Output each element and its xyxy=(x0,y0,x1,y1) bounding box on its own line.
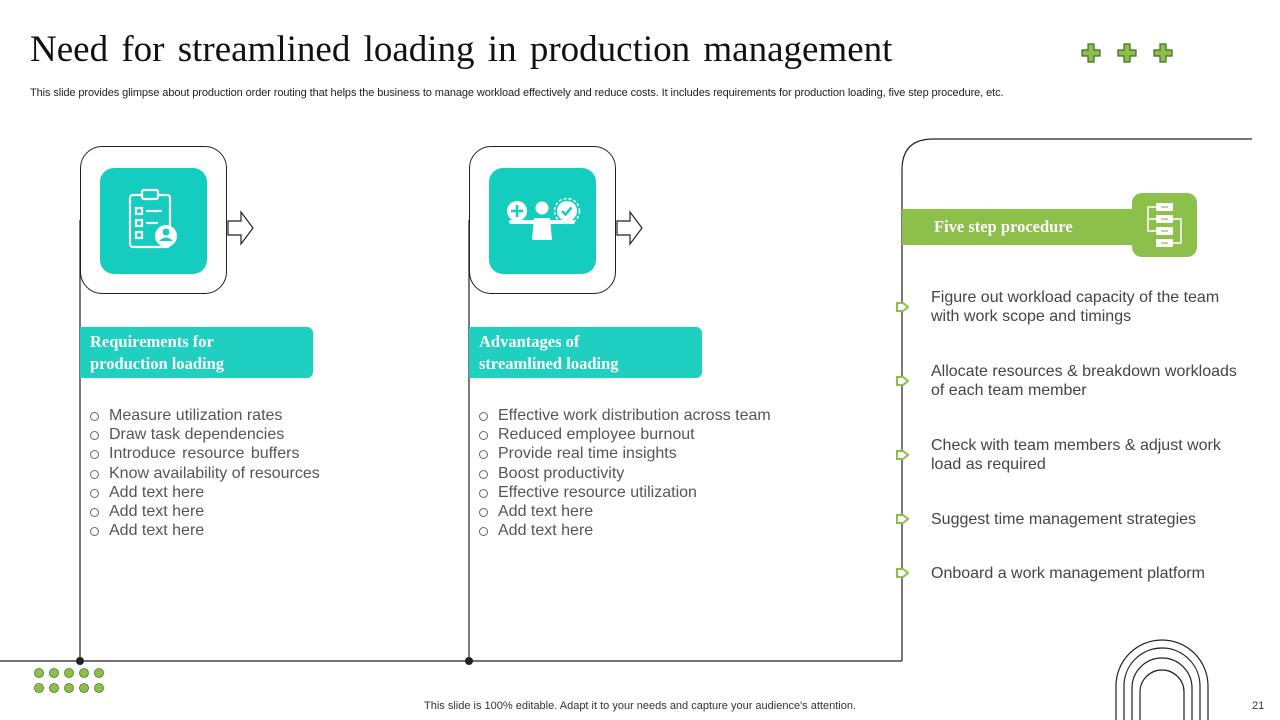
list-item: Add text here xyxy=(90,502,320,521)
list-item: Add text here xyxy=(479,502,771,521)
page-number: 21 xyxy=(1252,700,1265,712)
slide-subtitle: This slide provides glimpse about produc… xyxy=(30,87,1004,99)
procedure-title: Five step procedure xyxy=(902,209,1142,245)
list-item: Measure utilization rates xyxy=(90,406,320,425)
balance-person-icon xyxy=(507,197,581,240)
advantages-icon-card xyxy=(469,146,616,294)
clipboard-user-icon xyxy=(128,188,177,249)
list-item: Reduced employee burnout xyxy=(479,425,771,444)
advantages-icon-tile xyxy=(489,168,596,274)
step-marker-icon xyxy=(896,302,909,312)
step-marker-icon xyxy=(896,514,909,524)
arrow-right-icon xyxy=(616,210,643,246)
step-marker-icon xyxy=(896,450,909,460)
advantages-label: Advantages of streamlined loading xyxy=(469,327,702,378)
list-item: Boost productivity xyxy=(479,464,771,483)
plus-decoration-icon xyxy=(1081,43,1173,63)
list-item: Introduce resource buffers xyxy=(90,444,320,463)
procedure-step-4: Suggest time management strategies xyxy=(931,511,1197,528)
requirements-icon-card xyxy=(80,146,227,294)
list-item: Draw task dependencies xyxy=(90,425,320,444)
slide-title: Need for streamlined loading in producti… xyxy=(30,29,893,70)
procedure-step-2: Allocate resources & breakdown workloads… xyxy=(931,363,1237,400)
step-marker-icon xyxy=(896,568,909,578)
list-item: Effective resource utilization xyxy=(479,483,771,502)
procedure-step-1: Figure out workload capacity of the team… xyxy=(931,289,1220,326)
list-item: Add text here xyxy=(479,521,771,540)
requirements-icon-tile xyxy=(100,168,207,274)
list-item: Add text here xyxy=(90,521,320,540)
list-item: Provide real time insights xyxy=(479,444,771,463)
arch-decoration xyxy=(1115,639,1209,720)
procedure-step-5: Onboard a work management platform xyxy=(931,565,1205,582)
arrow-right-icon xyxy=(227,210,254,246)
requirements-label: Requirements for production loading xyxy=(80,327,313,378)
list-item: Know availability of resources xyxy=(90,464,320,483)
dot-grid-decoration xyxy=(34,668,104,693)
procedure-step-3: Check with team members & adjust work lo… xyxy=(931,437,1221,474)
procedure-icon-tile xyxy=(1132,193,1197,257)
list-item: Effective work distribution across team xyxy=(479,406,771,425)
step-marker-icon xyxy=(896,376,909,386)
advantages-list: Effective work distribution across team … xyxy=(479,406,771,540)
footer-note: This slide is 100% editable. Adapt it to… xyxy=(424,700,856,712)
flowchart-icon xyxy=(1147,203,1182,247)
list-item: Add text here xyxy=(90,483,320,502)
requirements-list: Measure utilization rates Draw task depe… xyxy=(90,406,320,540)
